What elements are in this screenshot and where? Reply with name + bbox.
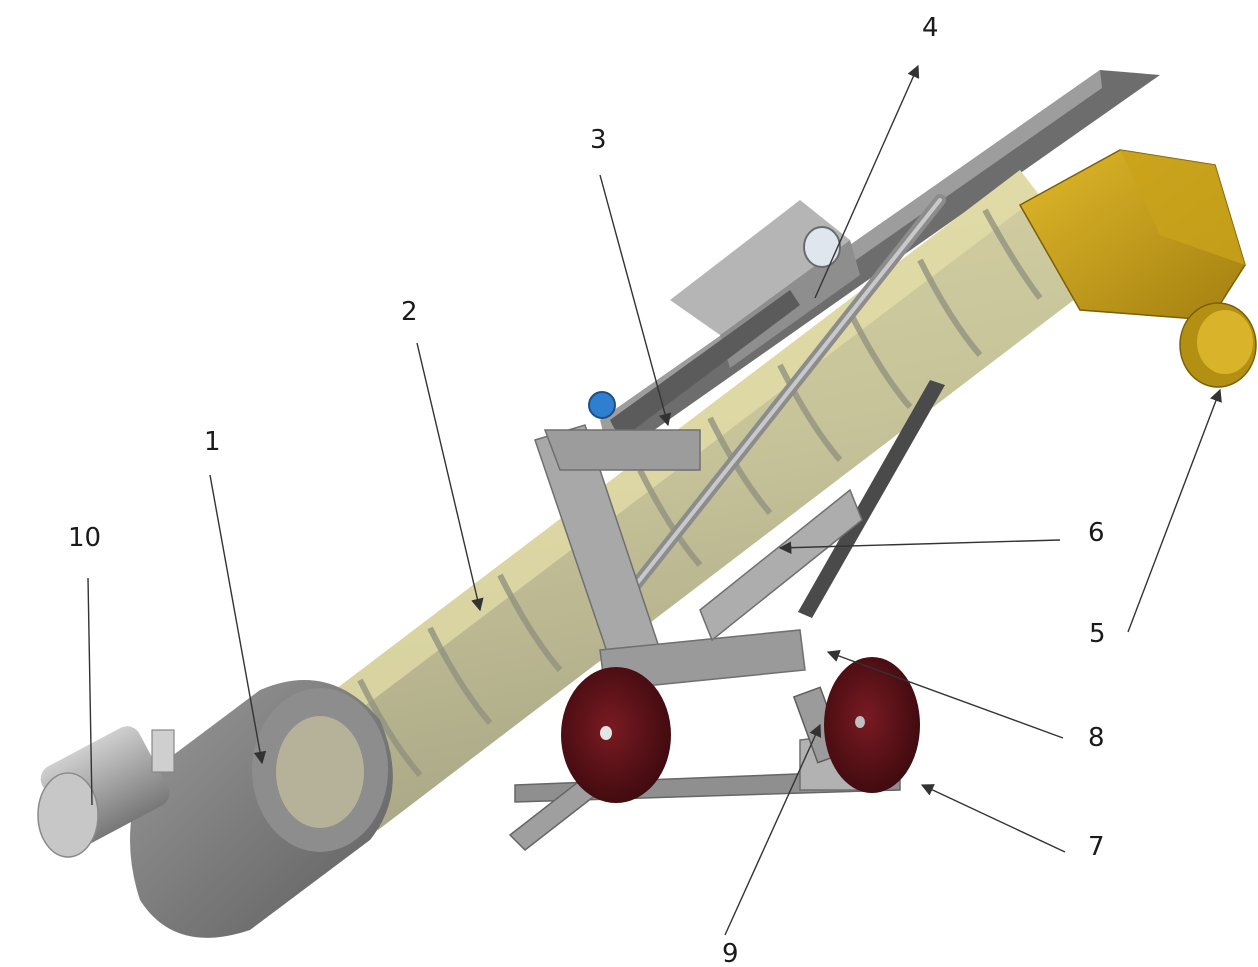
callout-9: 9 [722,939,739,967]
screw-flights [357,208,1043,777]
motor [37,726,175,858]
leader-7 [920,784,1066,853]
leader-1 [209,474,267,765]
callout-4: 4 [922,13,939,43]
support-strut [798,380,945,618]
callout-5: 5 [1089,619,1106,649]
drive-guard [588,200,860,440]
wheel-right [824,657,920,793]
callout-7: 7 [1088,832,1105,862]
callout-6: 6 [1088,518,1105,548]
intake-housing [130,680,393,938]
leader-5 [1127,388,1222,633]
callout-2: 2 [401,297,418,327]
leader-lines [87,64,1222,936]
discharge-hopper [1018,149,1257,388]
callout-labels: 1 2 3 4 5 6 7 8 9 10 [68,13,1106,967]
leader-10 [87,577,93,806]
leader-3 [599,174,672,427]
pulley-icon [803,226,841,268]
leader-8 [826,649,1064,739]
leader-2 [416,342,484,612]
callout-8: 8 [1088,723,1105,753]
leader-4 [814,64,920,299]
undercarriage-frame [508,424,901,851]
callout-3: 3 [590,125,607,155]
leader-6 [778,539,1061,554]
callout-1: 1 [204,427,221,457]
auger-tube [282,170,1100,830]
wheel-left [561,667,671,803]
bearing-icon [588,391,616,419]
callout-10: 10 [68,523,101,553]
leader-9 [724,723,822,936]
